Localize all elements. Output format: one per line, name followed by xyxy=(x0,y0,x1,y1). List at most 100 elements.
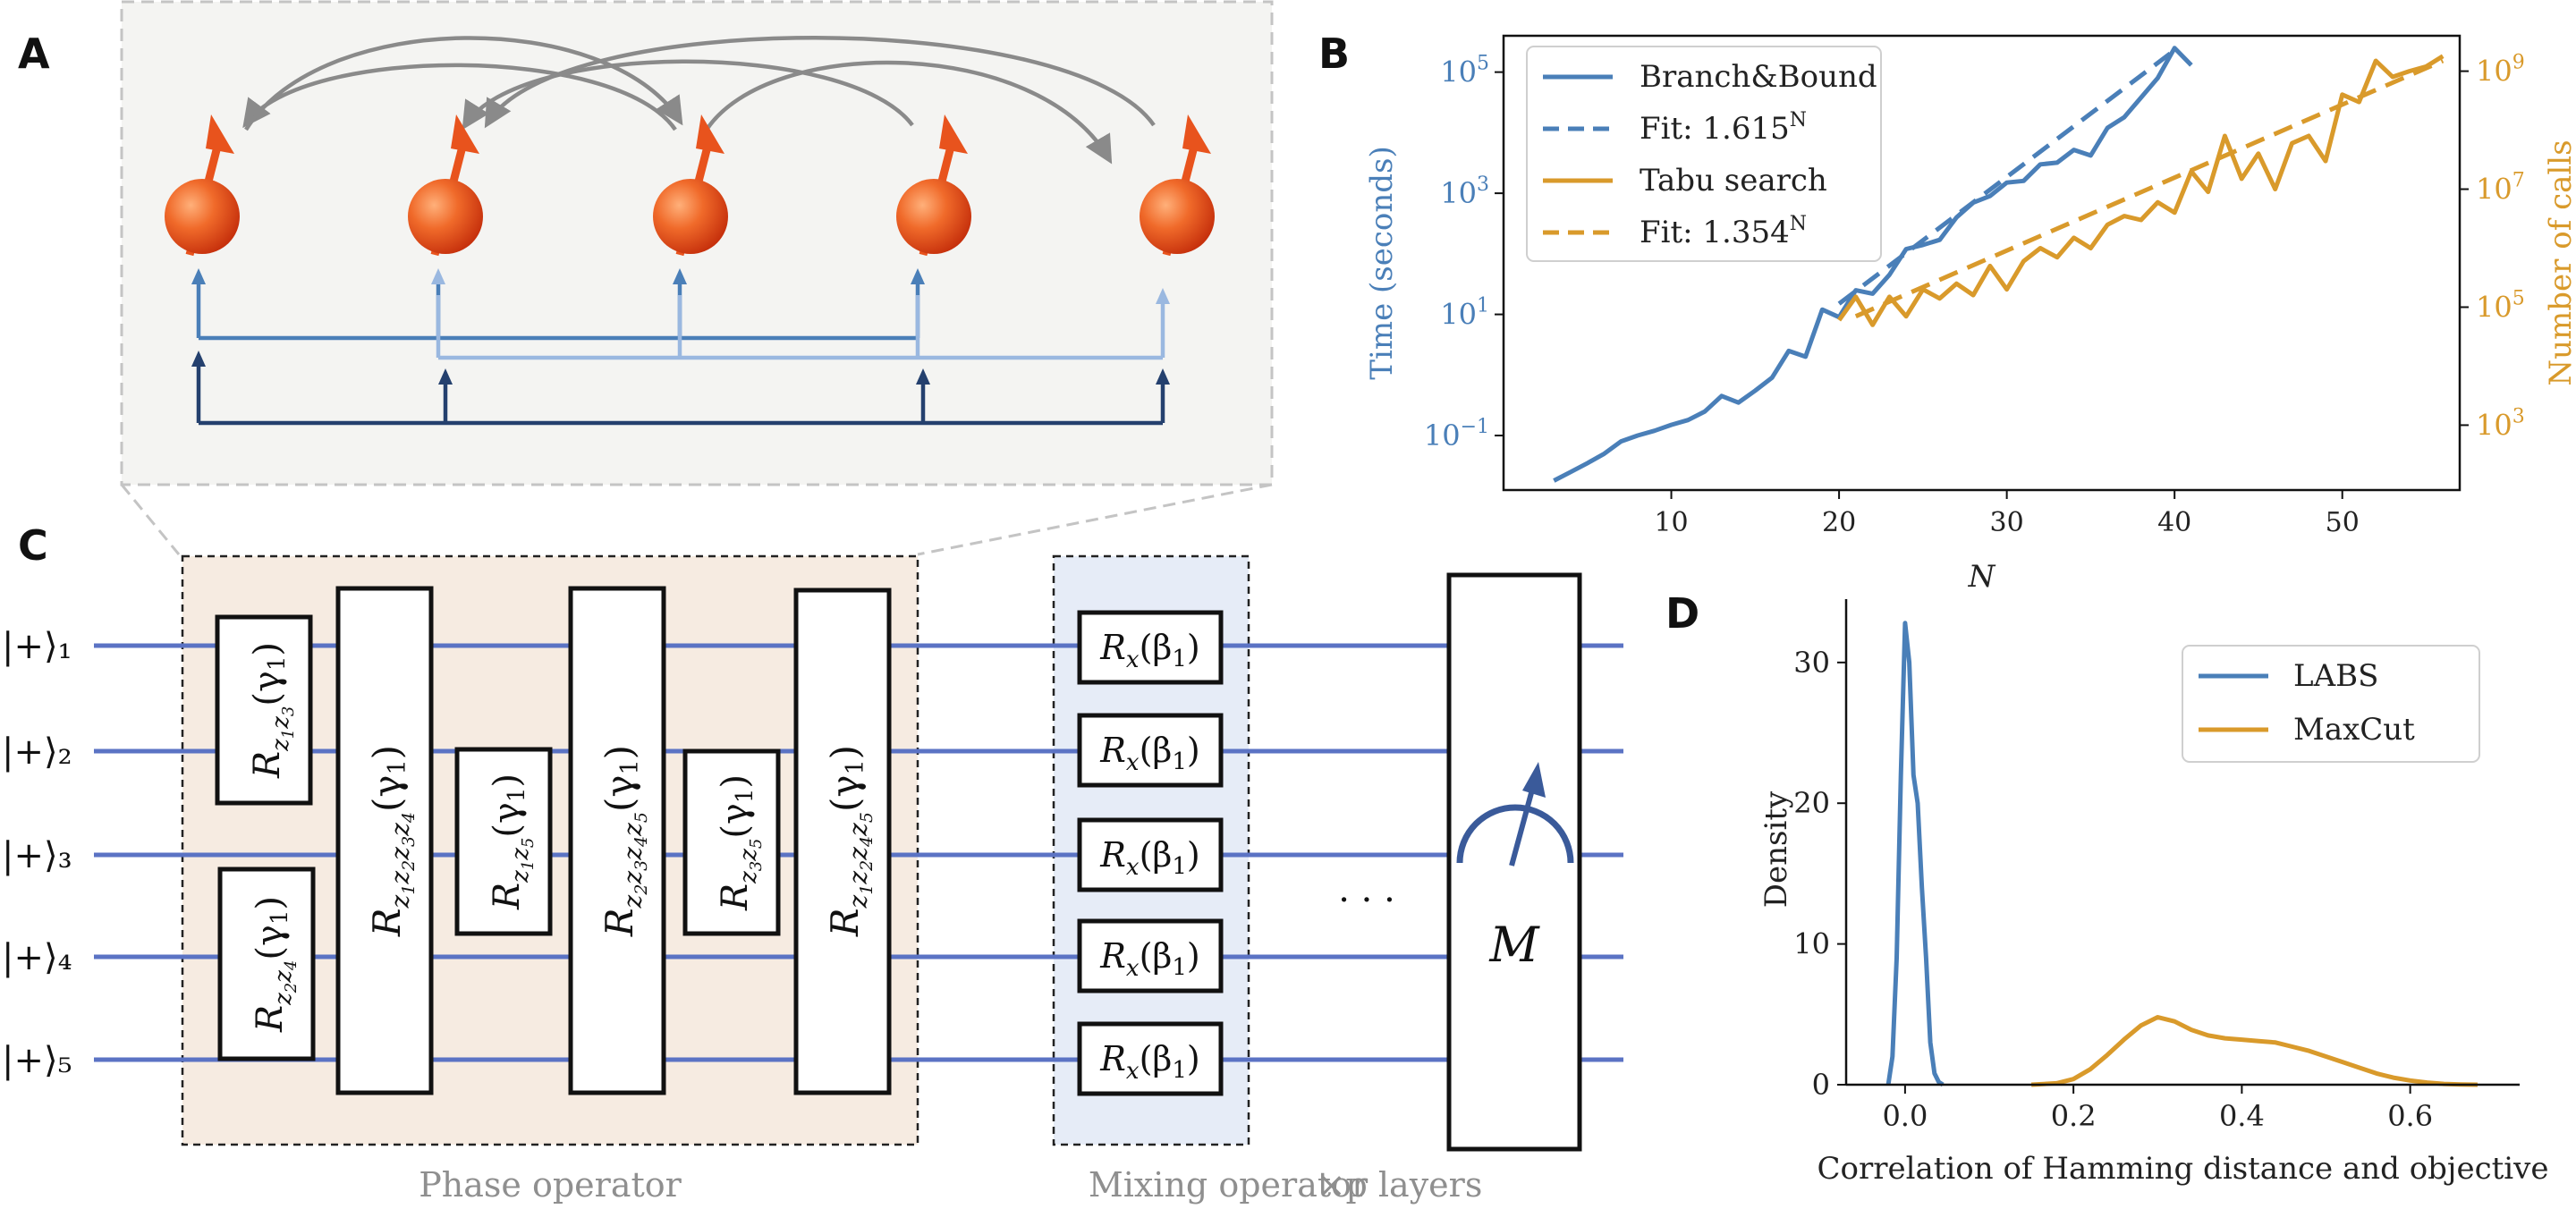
mix-gate-3: Rx(β1) xyxy=(1077,817,1224,892)
gate-rz2z3z4z5: Rz2z3z4z5(γ1) xyxy=(568,586,666,1095)
y2-tick-label-3: 109 xyxy=(2476,52,2525,89)
svg-text:Rx(β1): Rx(β1) xyxy=(1099,936,1199,982)
four-body-lines xyxy=(196,275,1165,426)
y2-tick-label-0: 103 xyxy=(2476,405,2525,442)
phase-operator-caption: Phase operator xyxy=(419,1165,682,1205)
x-axis-label: Correlation of Hamming distance and obje… xyxy=(1817,1151,2548,1187)
legend-label-3: Fit: 1.354N xyxy=(1640,213,1807,250)
svg-text:Rx(β1): Rx(β1) xyxy=(1099,628,1199,673)
operator-captions: Phase operator Mixing operator ×p layers xyxy=(419,1165,1482,1205)
y-tick-label-2: 103 xyxy=(1440,173,1489,210)
coupling-arcs xyxy=(242,36,1156,165)
qubit-label-3: |+⟩₃ xyxy=(2,835,72,876)
arc-3-5 xyxy=(705,60,1113,165)
meter-needle-tip xyxy=(1522,762,1546,798)
arc-4-2 xyxy=(462,59,914,131)
y2-tick-label-1: 105 xyxy=(2476,287,2525,324)
measurement-gate: M xyxy=(1446,572,1582,1152)
spin-1 xyxy=(165,114,240,257)
mixing-operator-caption: Mixing operator xyxy=(1089,1165,1368,1205)
x-tick-label-1: 20 xyxy=(1822,507,1856,538)
legend-label-1: MaxCut xyxy=(2293,712,2415,748)
series-3-line xyxy=(1854,58,2445,318)
svg-text:Rx(β1): Rx(β1) xyxy=(1099,1039,1199,1085)
legend-box xyxy=(1526,46,1882,262)
arc-3-1 xyxy=(244,36,683,131)
legend-label-1: Fit: 1.615N xyxy=(1640,109,1807,147)
panel-label-d: D xyxy=(1665,589,1699,638)
mix-gate-5: Rx(β1) xyxy=(1077,1021,1224,1096)
panel-label-c: C xyxy=(18,521,48,570)
y-tick-label-3: 105 xyxy=(1440,53,1489,89)
measure-label: M xyxy=(1488,917,1540,973)
spin-2 xyxy=(408,114,483,257)
legend-label-0: LABS xyxy=(2293,658,2378,694)
y-tick-label-3: 30 xyxy=(1793,646,1830,680)
layer-ellipsis: · · · xyxy=(1338,880,1395,921)
interaction-2345 xyxy=(436,295,1165,360)
spins xyxy=(165,114,1215,257)
series-0-line xyxy=(1553,46,2193,483)
spin-5 xyxy=(1140,114,1215,257)
spin-4 xyxy=(896,114,971,257)
mixing-gates: Rx(β1) Rx(β1) Rx(β1) Rx(β1) Rx(β1) xyxy=(1077,610,1224,1096)
y-tick-label-0: 10−1 xyxy=(1424,416,1489,452)
x-tick-label-0: 0.0 xyxy=(1882,1099,1928,1133)
legend-label-0: Branch&Bound xyxy=(1640,59,1877,95)
x-tick-label-3: 40 xyxy=(2157,507,2191,538)
qubit-label-5: |+⟩₅ xyxy=(2,1040,72,1081)
interaction-1245 xyxy=(196,358,1165,426)
qubit-label-2: |+⟩₂ xyxy=(2,731,72,773)
series-1-line xyxy=(2030,1015,2478,1087)
panel-a: A xyxy=(18,0,1274,556)
phase-gates: Rz1z3(γ1) Rz2z4(γ1) Rz1z2z3z4(γ1) Rz1z5(… xyxy=(215,586,892,1095)
mix-gate-1: Rx(β1) xyxy=(1077,610,1224,685)
gate-rz3z5: Rz3z5(γ1) xyxy=(682,748,781,936)
svg-text:Rx(β1): Rx(β1) xyxy=(1099,731,1199,776)
series-1-line xyxy=(1837,48,2176,306)
qubit-labels: |+⟩₁ |+⟩₂ |+⟩₃ |+⟩₄ |+⟩₅ xyxy=(2,626,72,1081)
x-axis-label: N xyxy=(1968,559,1996,595)
y2-axis-label: Number of calls xyxy=(2543,140,2576,385)
meter-needle xyxy=(1509,779,1538,867)
panel-c: C |+⟩₁ |+⟩₂ |+⟩₃ |+⟩₄ |+⟩₅ Rz1z3(γ1) xyxy=(2,521,1623,1205)
x-tick-label-2: 0.4 xyxy=(2219,1099,2265,1133)
mix-gate-2: Rx(β1) xyxy=(1077,713,1224,788)
panel-label-b: B xyxy=(1318,30,1350,78)
y-axis-label: Time (seconds) xyxy=(1364,146,1400,379)
y-tick-label-1: 10 xyxy=(1793,927,1830,961)
layers-caption: ×p layers xyxy=(1318,1165,1483,1205)
x-tick-label-0: 10 xyxy=(1654,507,1688,538)
legend-label-2: Tabu search xyxy=(1640,163,1827,199)
gate-rz1z2z3z4: Rz1z2z3z4(γ1) xyxy=(335,586,434,1095)
y-axis-label: Density xyxy=(1758,790,1794,908)
arc-1-3 xyxy=(242,63,677,131)
gate-rz1z2z4z5: Rz1z2z4z5(γ1) xyxy=(793,588,892,1095)
gate-rz1z5: Rz1z5(γ1) xyxy=(454,747,553,936)
x-tick-label-4: 50 xyxy=(2326,507,2360,538)
series-0-line xyxy=(1885,621,1945,1087)
mix-gate-4: Rx(β1) xyxy=(1077,918,1224,993)
svg-text:Rx(β1): Rx(β1) xyxy=(1099,835,1199,881)
y-tick-label-0: 0 xyxy=(1812,1068,1830,1102)
x-tick-label-2: 30 xyxy=(1990,507,2024,538)
interaction-arrowheads xyxy=(191,268,1170,385)
y2-tick-label-2: 107 xyxy=(2476,170,2525,207)
series-2-line xyxy=(1837,54,2445,327)
y-tick-label-2: 20 xyxy=(1793,786,1830,820)
meter-arc xyxy=(1456,804,1574,864)
zoom-guide-right xyxy=(917,483,1273,556)
qubit-label-1: |+⟩₁ xyxy=(2,626,72,667)
gate-rz1z3: Rz1z3(γ1) xyxy=(215,614,313,806)
plot-frame xyxy=(1502,34,2462,492)
gate-rz2z4: Rz2z4(γ1) xyxy=(217,867,316,1061)
spin-3 xyxy=(653,114,728,257)
x-tick-label-3: 0.6 xyxy=(2387,1099,2433,1133)
x-tick-label-1: 0.2 xyxy=(2051,1099,2097,1133)
y-tick-label-1: 101 xyxy=(1440,295,1489,332)
